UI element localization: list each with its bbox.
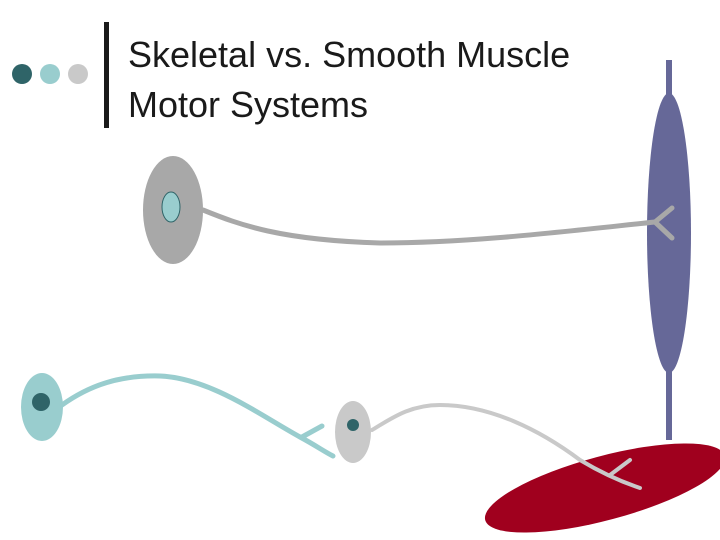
somatic-motor-neuron-axon — [203, 210, 655, 243]
postganglionic-neuron-cell-body — [335, 401, 371, 463]
preganglionic-axon — [62, 376, 333, 456]
postganglionic-neuron-nucleus — [347, 419, 359, 431]
preganglionic-axon-terminal — [302, 426, 322, 437]
smooth-muscle-fiber — [477, 425, 720, 540]
somatic-motor-neuron-nucleus — [162, 192, 180, 222]
preganglionic-neuron-nucleus — [32, 393, 50, 411]
